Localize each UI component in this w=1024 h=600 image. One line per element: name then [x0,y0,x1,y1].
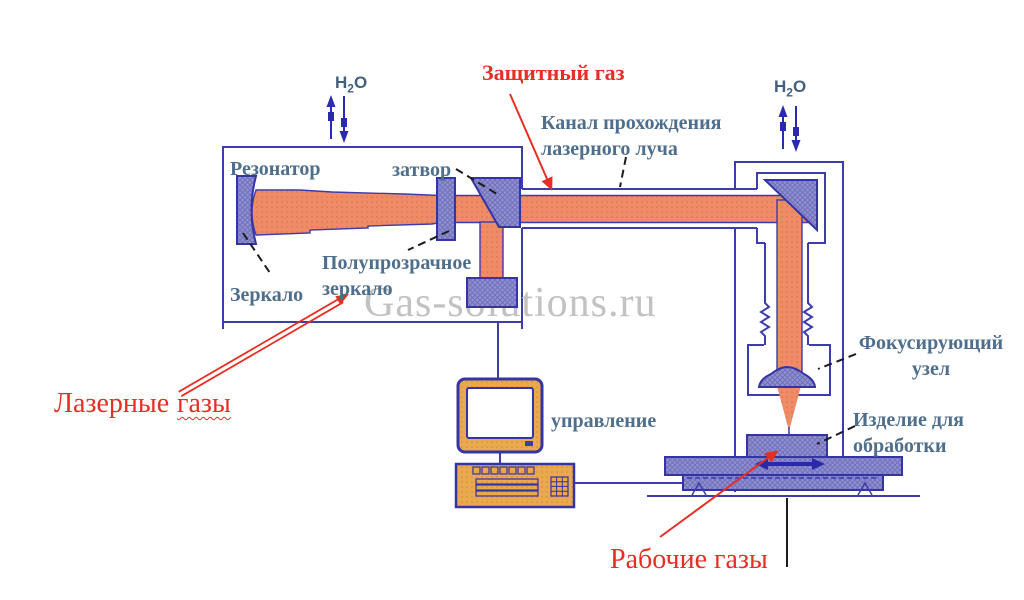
workpiece-label: Изделие для обработки [853,407,964,459]
column-deflecting-mirror [762,179,818,233]
shutter-mirror-prism [469,177,521,228]
workpiece-label-line2: обработки [853,435,947,457]
monitor-screen [466,387,534,439]
working-gases-arrow [659,450,779,538]
shutter-pointer [455,168,498,195]
laser-beam-column-down [776,199,803,387]
water-label-right: H2O [774,78,806,98]
focusing-unit-label-line2: узел [911,358,951,380]
beam-channel-label-line2: лазерного луча [541,138,678,160]
laser-beam-focused-cone [777,386,801,431]
table-feet [691,481,873,496]
protective-gas-label: Защитный газ [482,60,625,85]
mirror-label: Зеркало [230,284,304,306]
red-annotation-arrows [178,93,779,538]
focusing-unit-pointer [817,353,857,370]
laser-beam-resonator-down [479,221,504,280]
semitransparent-mirror-label-line1: Полупрозрачное [322,252,472,274]
semitransparent-mirror [436,177,456,241]
water-right-o: O [792,77,807,96]
monitor-power-button [525,441,533,446]
water-right-h: H [774,77,787,96]
beam-duct-left-wall-bellows [759,243,771,345]
machine-column-outer-outline [734,161,844,492]
beam-channel-outline [522,188,757,229]
beam-channel-label-line1: Канал прохождения [541,112,722,134]
workpiece-pointer [816,425,856,445]
beam-channel-label: Канал прохождения лазерного луча [541,110,721,162]
laser-gases-arrowhead [335,294,349,305]
shutter-label: затвор [392,159,452,181]
control-label: управление [551,410,657,432]
resonator-label: Резонатор [230,158,321,180]
laser-gases-word1: Лазерные [54,388,170,419]
pointer-lines [242,156,857,445]
water-cooling-arrows-right [778,105,801,152]
channel-pointer [619,156,627,188]
machine-column-inner-outline [756,172,826,244]
water-left-h: H [335,73,348,92]
focusing-unit-label-line1: Фокусирующий [858,332,1004,354]
control-computer [454,377,576,509]
protective-gas-arrow [509,93,553,191]
laser-gases-arrow-doubleline [178,297,344,397]
focusing-lens [757,365,817,388]
mirror-pointer [242,232,271,274]
rear-mirror [236,175,258,245]
water-right-sub: 2 [786,85,793,100]
water-left-o: O [353,73,368,92]
water-left-sub: 2 [347,81,354,96]
workpiece-block [746,434,828,458]
laser-gases-word2: газы [176,388,231,419]
semitransparent-mirror-label: Полупрозрачное зеркало [322,250,471,302]
water-cooling-arrows-left [326,95,349,143]
control-connection-lines [497,322,684,484]
workpiece-label-line1: Изделие для [853,409,965,431]
water-label-left: H2O [335,74,367,94]
focusing-unit-label: Фокусирующий узел [852,330,1010,382]
beam-output-block [466,277,518,308]
semitransparent-pointer [407,230,450,251]
semitransparent-mirror-label-line2: зеркало [322,278,393,300]
beam-duct-right-wall-bellows [802,243,814,345]
resonator-enclosure-outline [222,146,523,329]
working-gases-label: Рабочие газы [610,544,768,575]
